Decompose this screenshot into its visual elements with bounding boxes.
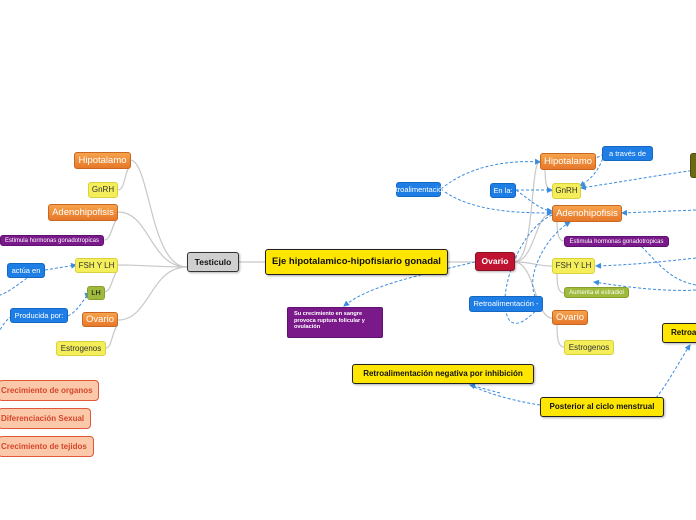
rel-retro1-adeno: [440, 188, 553, 216]
o-hipotalamo-label: Hipotalamo: [543, 155, 593, 167]
o-ovario-node[interactable]: Ovario: [552, 310, 588, 325]
ovario-main-label: Ovario: [481, 256, 509, 267]
retroa-partial-label: Retroa: [671, 328, 696, 337]
link-t-adeno-est: [103, 217, 119, 241]
t-estimula-node[interactable]: Estimula hormonas gonadotropicas: [0, 235, 104, 246]
o-adenohipofisis-label: Adenohipofisis: [556, 207, 618, 219]
ovario-main-node[interactable]: Ovario: [475, 252, 515, 271]
o-estrogenos-node[interactable]: Estrogenos: [564, 340, 614, 355]
t-estimula-label: Estimula hormonas gonadotropicas: [4, 237, 100, 244]
o-gnrh-label: GnRH: [555, 186, 578, 195]
link-t-fsh-lh: [103, 269, 119, 293]
t-ovario-node[interactable]: Ovario: [82, 312, 118, 327]
t-estrogenos-label: Estrogenos: [60, 343, 102, 353]
rel-retroneg-post: [469, 384, 541, 406]
aumenta-estradiol-label: Aumenta el estradiol: [569, 289, 624, 296]
central-topic[interactable]: Eje hipotalamico-hipofisiario gonadal: [265, 249, 448, 275]
diferenciacion-sexual-node[interactable]: Diferenciación Sexual: [0, 408, 91, 429]
su-crecimiento-node[interactable]: Su crecimiento en sangre provoca ruptura…: [287, 307, 383, 338]
retroalimentacion-1-label: Retroalimentación -: [385, 184, 452, 194]
t-estrogenos-node[interactable]: Estrogenos: [56, 341, 106, 356]
o-adenohipofisis-node[interactable]: Adenohipofisis: [552, 205, 622, 222]
actua-en-node[interactable]: actúa en: [7, 263, 45, 278]
crecimiento-tejidos-label: Crecimiento de tejidos: [1, 441, 87, 451]
o-fsh-lh-label: FSH Y LH: [555, 261, 592, 270]
producida-por-label: Producida por:: [14, 310, 64, 320]
rel-ovario-su: [343, 261, 476, 307]
crecimiento-tejidos-node[interactable]: Crecimiento de tejidos: [0, 436, 94, 457]
rel-enla-adeno: [515, 189, 553, 214]
central-topic-label: Eje hipotalamico-hipofisiario gonadal: [272, 256, 441, 268]
t-adenohipofisis-label: Adenohipofisis: [52, 206, 114, 218]
crecimiento-organos-node[interactable]: Crecimiento de organos: [0, 380, 99, 401]
actua-en-label: actúa en: [11, 265, 41, 275]
rel-retro1-hip: [440, 158, 541, 190]
rel-retroneg-arrow: [469, 383, 501, 394]
offscreen-node-edge[interactable]: [690, 153, 696, 178]
posterior-ciclo-node[interactable]: Posterior al ciclo menstrual: [540, 397, 664, 417]
rel-right-aum: [593, 279, 696, 291]
aumenta-estradiol-node[interactable]: Aumenta el estradiol: [564, 287, 629, 298]
o-hipotalamo-node[interactable]: Hipotalamo: [540, 153, 596, 170]
posterior-ciclo-label: Posterior al ciclo menstrual: [549, 402, 655, 411]
rel-actua-en: [0, 269, 46, 296]
t-fsh-lh-node[interactable]: FSH Y LH: [75, 258, 118, 273]
en-la-node[interactable]: En la:: [490, 183, 516, 198]
link-testiculo-ovario: [117, 266, 188, 321]
su-crecimiento-label: Su crecimiento en sangre provoca ruptura…: [294, 311, 365, 331]
link-o-ovario-estr: [556, 324, 565, 348]
o-fsh-lh-node[interactable]: FSH Y LH: [552, 258, 595, 274]
t-adenohipofisis-node[interactable]: Adenohipofisis: [48, 204, 118, 221]
link-o-hip-gnrh: [544, 167, 553, 192]
testiculo-node[interactable]: Testiculo: [187, 252, 239, 272]
retroalimentacion-2-label: Retroalimentación -: [473, 299, 539, 309]
t-hipotalamo-node[interactable]: Hipotalamo: [74, 152, 131, 169]
o-gnrh-node[interactable]: GnRH: [552, 183, 581, 199]
link-ovario-ovario: [513, 261, 553, 319]
a-traves-de-node[interactable]: a través de: [602, 146, 653, 161]
o-estimula-label: Estimula hormonas gonadotropicas: [569, 238, 664, 245]
retroalimentacion-2-node[interactable]: Retroalimentación -: [469, 296, 543, 312]
o-estimula-node[interactable]: Estimula hormonas gonadotropicas: [564, 236, 669, 247]
link-testiculo-adeno: [117, 211, 188, 268]
retro-negativa-label: Retroalimentación negativa por inhibició…: [363, 369, 523, 378]
producida-por-node[interactable]: Producida por:: [10, 308, 68, 323]
crecimiento-organos-label: Crecimiento de organos: [1, 385, 93, 395]
t-fsh-lh-label: FSH Y LH: [78, 260, 115, 270]
rel-right-gnrh: [580, 169, 696, 191]
t-lh-label: LH: [91, 288, 101, 298]
rel-right-fsh: [595, 257, 696, 269]
rel-actua-fsh: [44, 262, 77, 271]
link-t-ovario-estr: [105, 324, 119, 349]
link-ovario-adeno: [513, 212, 553, 263]
retroa-partial-node[interactable]: Retroa: [662, 323, 696, 343]
rel-right-adeno: [621, 209, 696, 216]
link-o-adeno-est: [556, 219, 565, 242]
link-testiculo-hip: [129, 159, 188, 268]
retro-negativa-node[interactable]: Retroalimentación negativa por inhibició…: [352, 364, 534, 384]
t-ovario-label: Ovario: [86, 313, 114, 325]
diferenciacion-sexual-label: Diferenciación Sexual: [1, 413, 85, 423]
o-estrogenos-label: Estrogenos: [568, 342, 610, 352]
en-la-label: En la:: [493, 185, 513, 195]
retroalimentacion-1-node[interactable]: Retroalimentación -: [386, 182, 451, 197]
rel-right-est: [639, 244, 696, 286]
t-gnrh-node[interactable]: GnRH: [88, 182, 118, 198]
a-traves-de-label: a través de: [608, 148, 647, 158]
link-o-fsh-aum: [556, 272, 565, 294]
o-ovario-label: Ovario: [556, 311, 584, 323]
t-lh-node[interactable]: LH: [87, 286, 105, 300]
t-gnrh-label: GnRH: [91, 185, 115, 194]
rel-post-retroa: [655, 344, 691, 399]
link-ovario-hip: [513, 160, 541, 263]
link-testiculo-fsh: [117, 264, 188, 268]
t-hipotalamo-label: Hipotalamo: [78, 154, 127, 166]
link-t-hip-gnrh: [117, 165, 131, 191]
link-ovario-fsh: [513, 261, 553, 267]
testiculo-label: Testiculo: [194, 256, 232, 267]
